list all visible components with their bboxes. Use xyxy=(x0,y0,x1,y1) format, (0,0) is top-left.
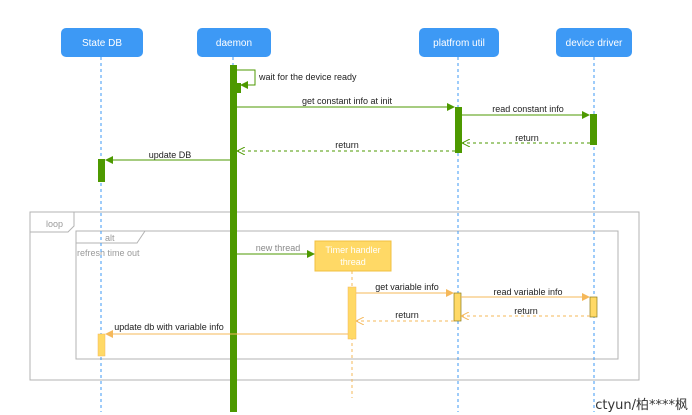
msg-new-thread: new thread xyxy=(237,243,315,258)
loop-fragment: loop xyxy=(29,211,640,381)
msg-return-driver-2-label: return xyxy=(514,306,538,316)
msg-update-db-variable-label: update db with variable info xyxy=(114,322,224,332)
timer-box-line2: thread xyxy=(340,257,366,267)
msg-read-constant: read constant info xyxy=(462,104,590,119)
msg-wait-ready-label: wait for the device ready xyxy=(258,72,357,82)
timer-box-line1: Timer handler xyxy=(325,245,380,255)
state-db-label: State DB xyxy=(82,38,122,49)
device-driver-label: device driver xyxy=(566,38,623,49)
msg-update-db-variable: update db with variable info xyxy=(105,322,348,338)
daemon-label: daemon xyxy=(216,38,252,49)
participant-daemon: daemon xyxy=(197,28,271,57)
state-db-activation-init xyxy=(98,159,105,182)
alt-guard: refresh time out xyxy=(77,248,140,258)
participant-device-driver: device driver xyxy=(556,28,632,57)
platform-util-label: platfrom util xyxy=(433,38,485,49)
msg-read-constant-label: read constant info xyxy=(492,104,564,114)
loop-label: loop xyxy=(46,219,63,229)
msg-get-constant: get constant info at init xyxy=(237,96,455,111)
device-driver-activation-init xyxy=(590,114,597,145)
msg-new-thread-label: new thread xyxy=(256,243,301,253)
msg-return-util-2-label: return xyxy=(395,310,419,320)
msg-update-db: update DB xyxy=(105,150,230,164)
daemon-activation xyxy=(230,65,237,412)
alt-fragment: alt refresh time out xyxy=(75,230,619,360)
msg-get-variable: get variable info xyxy=(356,282,454,297)
participant-state-db: State DB xyxy=(61,28,143,57)
timer-handler-thread-box: Timer handler thread xyxy=(314,240,392,272)
alt-label: alt xyxy=(105,233,115,243)
watermark: ctyun/柏****枫 xyxy=(595,398,688,413)
participant-platform-util: platfrom util xyxy=(419,28,499,57)
msg-return-util-1-label: return xyxy=(335,140,359,150)
msg-return-util-1: return xyxy=(238,140,455,151)
daemon-self-activation xyxy=(236,83,241,93)
msg-update-db-label: update DB xyxy=(149,150,192,160)
msg-return-util-2: return xyxy=(357,310,454,321)
msg-return-driver-1: return xyxy=(463,133,590,143)
timer-thread-activation xyxy=(347,286,357,340)
msg-wait-ready: wait for the device ready xyxy=(237,69,357,89)
platform-util-activation-init xyxy=(455,107,462,153)
msg-read-variable-label: read variable info xyxy=(493,287,562,297)
device-driver-activation-loop xyxy=(589,296,598,318)
msg-return-driver-2: return xyxy=(462,306,590,316)
platform-util-activation-loop xyxy=(453,292,462,322)
state-db-activation-loop xyxy=(97,333,106,357)
msg-get-constant-label: get constant info at init xyxy=(302,96,393,106)
msg-return-driver-1-label: return xyxy=(515,133,539,143)
msg-read-variable: read variable info xyxy=(461,287,590,301)
msg-get-variable-label: get variable info xyxy=(375,282,439,292)
